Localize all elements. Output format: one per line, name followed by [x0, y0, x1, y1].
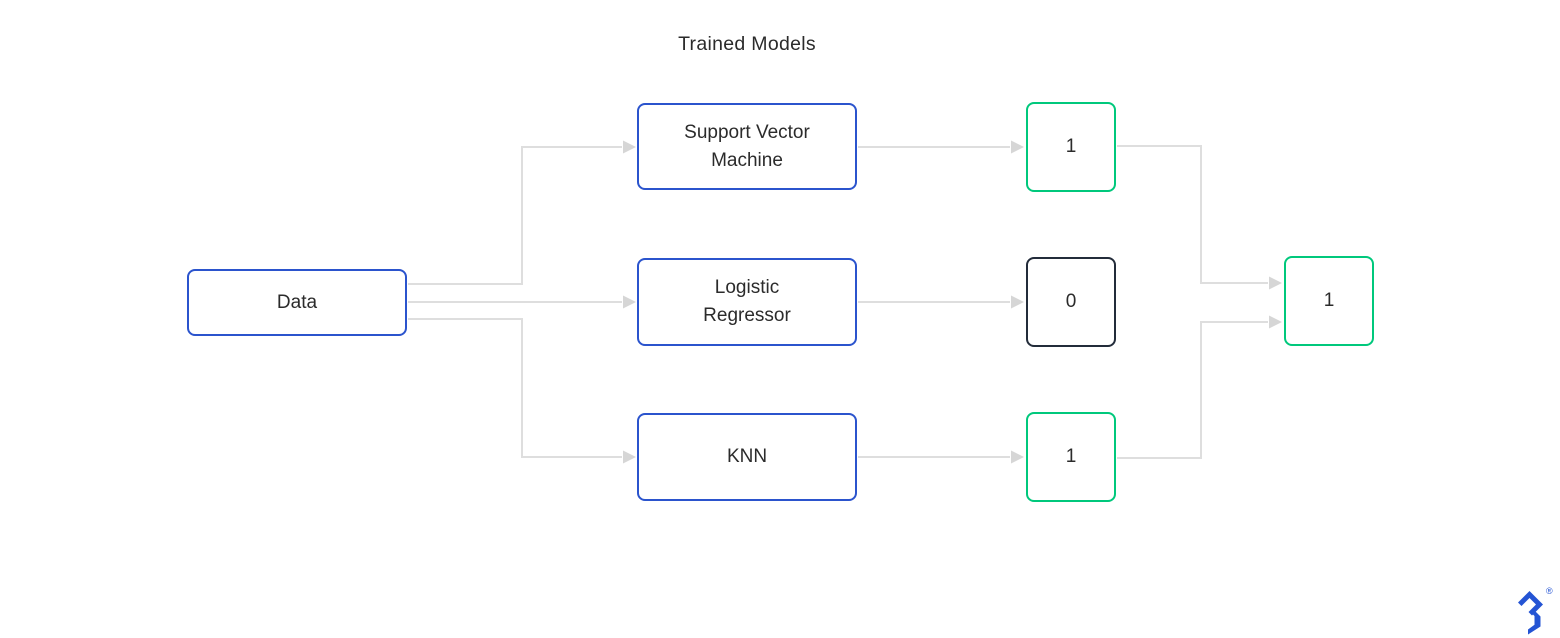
connector-out3-final	[1117, 321, 1268, 459]
arrowhead-data-svm	[623, 140, 636, 154]
model-node-svm: Support Vector Machine	[637, 103, 857, 190]
arrowhead-knn-out1	[1011, 450, 1024, 464]
connector-data-svm	[408, 146, 622, 285]
toptal-logomark: ®	[1516, 586, 1556, 637]
data-node-label: Data	[276, 291, 318, 313]
output-node-logistic-regressor: 0	[1026, 257, 1116, 347]
arrowhead-out3-final	[1269, 315, 1282, 329]
model-label-logistic-regressor: Logistic Regressor	[703, 277, 791, 326]
model-label-svm: Support Vector Machine	[684, 121, 810, 171]
model-label-knn: KNN	[726, 446, 768, 468]
diagram-title: Trained Models	[678, 33, 816, 55]
output-node-knn: 1	[1026, 412, 1116, 502]
output-node-svm: 1	[1026, 102, 1116, 192]
model-node-knn: KNN	[637, 413, 857, 501]
output-value-svm: 1	[1065, 136, 1077, 158]
output-value-logistic-regressor: 0	[1065, 291, 1077, 313]
arrowhead-lr-out0	[1011, 295, 1024, 309]
model-node-logistic-regressor: Logistic Regressor	[637, 258, 857, 346]
arrowhead-svm-out1	[1011, 140, 1024, 154]
output-value-knn: 1	[1065, 446, 1077, 468]
connector-out1-final	[1117, 145, 1268, 284]
connector-data-knn	[408, 318, 622, 458]
final-output-node: 1	[1284, 256, 1374, 346]
arrowhead-data-lr	[623, 295, 636, 309]
registered-trademark-symbol: ®	[1546, 586, 1553, 596]
arrowhead-out1-final	[1269, 276, 1282, 290]
arrowhead-data-knn	[623, 450, 636, 464]
data-node: Data	[187, 269, 407, 336]
toptal-logo-icon	[1518, 591, 1543, 635]
final-output-value: 1	[1323, 290, 1335, 312]
